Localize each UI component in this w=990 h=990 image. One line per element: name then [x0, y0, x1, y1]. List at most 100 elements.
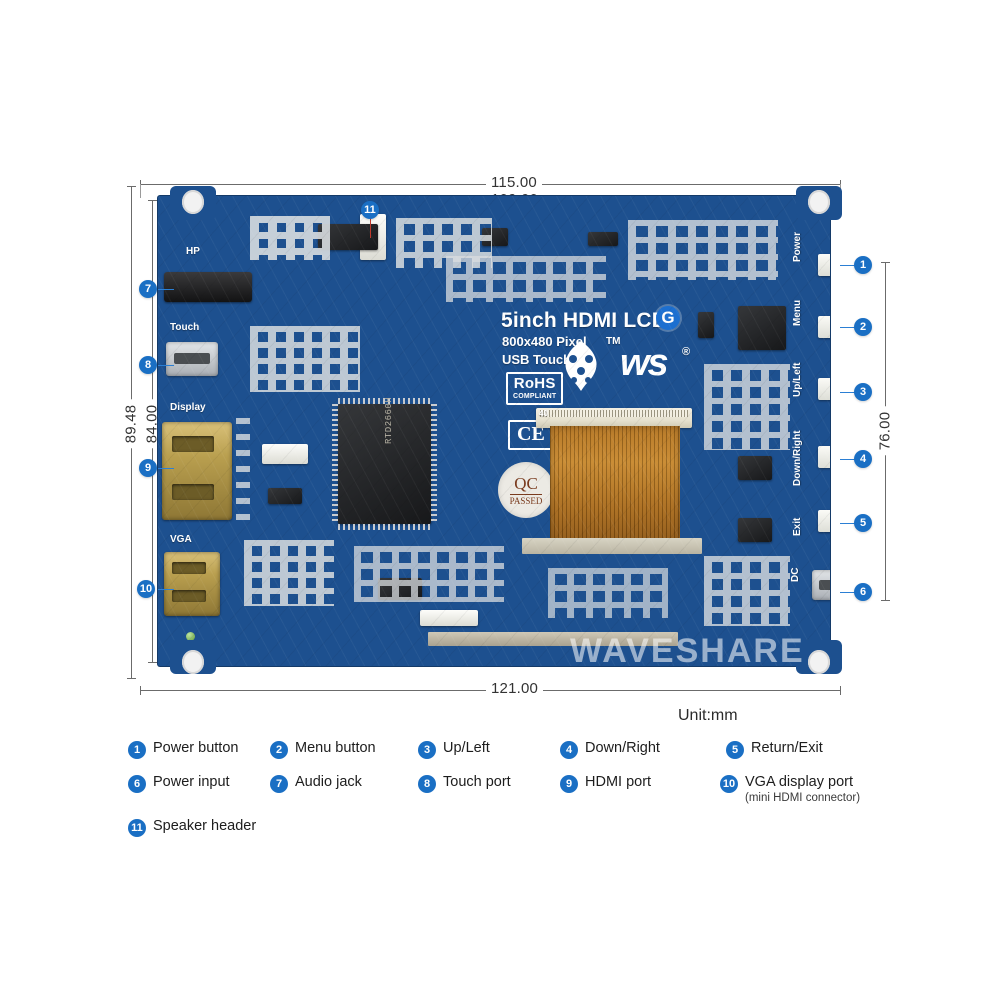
- power-button[interactable]: [818, 254, 830, 276]
- callout-leader: [840, 523, 856, 524]
- callout-badge-3[interactable]: 3: [854, 383, 872, 401]
- legend-badge-9: 9: [560, 775, 578, 793]
- dim-label-left-outer: 89.48: [122, 399, 140, 449]
- legend-badge-1: 1: [128, 741, 146, 759]
- legend-item-9: 9 HDMI port: [560, 774, 651, 793]
- mount-hole-bottom-right: [808, 650, 830, 674]
- down-right-button[interactable]: [818, 446, 830, 468]
- lcd-flex-cable: [550, 426, 680, 546]
- legend-badge-2: 2: [270, 741, 288, 759]
- dim-tick: [140, 686, 141, 695]
- rohs-line1: RoHS: [513, 375, 556, 392]
- hdmi-slot: [172, 436, 214, 452]
- legend-label-10-sub: (mini HDMI connector): [745, 791, 861, 804]
- waveshare-logo: ws: [620, 342, 669, 384]
- callout-leader: [840, 459, 856, 460]
- hdmi-slot: [172, 484, 214, 500]
- smd-pad-cluster: [250, 326, 360, 392]
- callout-badge-7[interactable]: 7: [139, 280, 157, 298]
- mount-hole-top-left: [182, 190, 204, 214]
- legend-label-7: Audio jack: [295, 774, 362, 790]
- legend-badge-5: 5: [726, 741, 744, 759]
- hdmi-connector: [162, 422, 232, 520]
- smd-pad-cluster: [244, 540, 334, 606]
- rohs-mark: RoHS COMPLIANT: [506, 372, 564, 405]
- legend-label-2: Menu button: [295, 740, 376, 756]
- lcd-panel-edge: [522, 538, 702, 554]
- registered-symbol: ®: [682, 346, 691, 358]
- legend-badge-3: 3: [418, 741, 436, 759]
- dim-tick: [127, 186, 136, 187]
- smd-pad-cluster: [548, 568, 668, 618]
- smd-pad-cluster: [250, 216, 330, 260]
- callout-leader: [840, 327, 856, 328]
- legend-badge-7: 7: [270, 775, 288, 793]
- smd-pad-cluster: [354, 546, 504, 602]
- main-controller-ic: [338, 404, 431, 524]
- legend-label-9: HDMI port: [585, 774, 652, 790]
- power-led: [186, 632, 195, 641]
- callout-badge-1[interactable]: 1: [854, 256, 872, 274]
- silk-label-vga: VGA: [170, 534, 192, 545]
- callout-badge-6[interactable]: 6: [854, 583, 872, 601]
- board-resolution: 800x480 Pixel: [502, 334, 587, 349]
- silk-label-menu: Menu: [792, 299, 803, 326]
- qc-stamp: QC PASSED: [498, 462, 554, 518]
- callout-badge-2[interactable]: 2: [854, 318, 872, 336]
- silk-label-exit: Exit: [792, 517, 803, 536]
- callout-leader: [840, 265, 856, 266]
- ic-leads: [338, 398, 431, 404]
- silk-label-touch: Touch: [170, 322, 200, 333]
- legend-badge-11: 11: [128, 819, 146, 837]
- mount-hole-top-right: [808, 190, 830, 214]
- small-ic: [738, 306, 786, 350]
- callout-badge-5[interactable]: 5: [854, 514, 872, 532]
- callout-badge-10[interactable]: 10: [137, 580, 155, 598]
- qc-line2: PASSED: [509, 493, 543, 506]
- legend-label-3: Up/Left: [443, 740, 490, 756]
- callout-leader: [370, 218, 371, 238]
- callout-badge-9[interactable]: 9: [139, 459, 157, 477]
- silk-label-down-right: Down/Right: [792, 430, 803, 486]
- small-ic: [268, 488, 302, 504]
- return-exit-button[interactable]: [818, 510, 830, 532]
- dim-tick: [840, 686, 841, 695]
- smd-pad-cluster: [236, 418, 250, 530]
- ic-leads: [338, 524, 431, 530]
- ic-leads: [431, 404, 437, 524]
- callout-badge-4[interactable]: 4: [854, 450, 872, 468]
- rohs-line2: COMPLIANT: [513, 393, 557, 400]
- callout-leader: [158, 589, 174, 590]
- legend-label-6: Power input: [153, 774, 230, 790]
- callout-badge-8[interactable]: 8: [139, 356, 157, 374]
- menu-button[interactable]: [818, 316, 830, 338]
- legend-badge-10: 10: [720, 775, 738, 793]
- trademark-symbol: TM: [606, 336, 621, 347]
- g-badge: G: [656, 306, 680, 330]
- up-left-button[interactable]: [818, 378, 830, 400]
- silk-label-display: Display: [170, 402, 206, 413]
- callout-leader: [158, 468, 174, 469]
- board-interface: USB Touch: [502, 352, 572, 367]
- touch-usb-connector: [166, 342, 218, 376]
- legend-label-5: Return/Exit: [751, 740, 823, 756]
- power-input-connector: [812, 570, 830, 600]
- legend-row: 6 Power input 7 Audio jack 8 Touch port …: [128, 774, 918, 808]
- silk-label-up-left: Up/Left: [792, 362, 803, 397]
- vga-mini-hdmi-connector: [164, 552, 220, 616]
- legend-item-4: 4 Down/Right: [560, 740, 660, 759]
- callout-badge-11[interactable]: 11: [361, 201, 379, 219]
- callout-leader: [840, 392, 856, 393]
- fpc-pin-count-label: 40: [539, 409, 548, 418]
- ext-line: [140, 184, 141, 198]
- vga-slot: [172, 590, 206, 602]
- legend-item-10: 10 VGA display port (mini HDMI connector…: [720, 774, 860, 805]
- legend-label-4: Down/Right: [585, 740, 660, 756]
- small-ic: [738, 518, 772, 542]
- pcb-board: HP Touch Display VGA Power Menu Up/Left …: [158, 196, 830, 666]
- legend-row: 11 Speaker header: [128, 808, 918, 842]
- legend-item-5: 5 Return/Exit: [726, 740, 823, 759]
- main-ic-marking: RTD2660H: [384, 396, 394, 444]
- dim-label-right: 76.00: [876, 406, 894, 456]
- small-header: [420, 610, 478, 626]
